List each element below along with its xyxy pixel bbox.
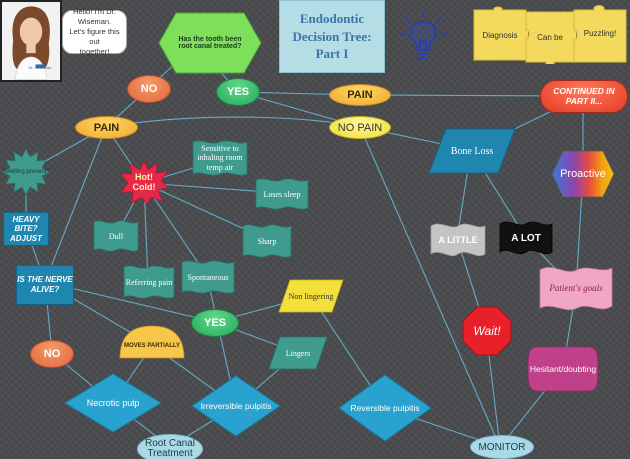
sharp-node[interactable]: Sharp	[242, 222, 292, 260]
no-pain-node[interactable]: NO PAIN	[329, 116, 391, 139]
referring-pain-node[interactable]: Referring pain	[123, 263, 175, 301]
monitor-node[interactable]: MONITOR	[470, 435, 534, 459]
speech-bubble: Hello! I'm Dr. Wiseman. Let's figure thi…	[62, 10, 127, 54]
title-line-2: Decision Tree:	[292, 28, 371, 46]
wait-node[interactable]: Wait!	[462, 306, 512, 356]
speech-line-1: Hello! I'm Dr. Wiseman.	[67, 7, 122, 27]
lightbulb-icon	[398, 10, 448, 64]
nerve-alive-node[interactable]: IS THE NERVE ALIVE?	[16, 265, 74, 305]
patient-goals-node[interactable]: Patient's goals	[539, 262, 613, 314]
puzzle-piece-diagnosis: Diagnosis	[472, 6, 528, 64]
answer-yes-top[interactable]: YES	[216, 78, 260, 106]
doctor-nameplate: Dr. Wiseman	[29, 65, 52, 70]
spontaneous-node[interactable]: Spontaneous	[181, 258, 235, 296]
diagram-title: Endodontic Decision Tree: Part I	[279, 0, 385, 73]
pain-node-right[interactable]: PAIN	[329, 84, 391, 106]
puzzle-piece-can-be: Can be	[524, 10, 576, 64]
moves-partially-node[interactable]: MOVES PARTIALLY	[119, 325, 185, 359]
reversible-pulpitis-node[interactable]: Reversible pulpitis	[338, 374, 432, 442]
puzzle-piece-puzzling: Puzzling!	[572, 2, 628, 64]
heavy-bite-node[interactable]: HEAVY BITE? ADJUST	[3, 212, 49, 246]
speech-line-2: Let's figure this out	[67, 27, 122, 47]
title-line-1: Endodontic	[300, 10, 364, 28]
a-lot-node[interactable]: A LOT	[499, 218, 553, 258]
connector	[45, 127, 106, 282]
non-lingering-node[interactable]: Non lingering	[278, 279, 344, 313]
irreversible-pulpitis-node[interactable]: Irreversible pulpitis	[191, 375, 281, 437]
continued-part-two[interactable]: CONTINUED IN PART II...	[540, 80, 628, 113]
lingers-node[interactable]: Lingers	[268, 336, 328, 370]
answer-no-top[interactable]: NO	[127, 75, 171, 103]
bone-loss-node[interactable]: Bone Loss	[428, 128, 516, 174]
loses-sleep-node[interactable]: Loses sleep	[255, 176, 309, 212]
pain-node-left[interactable]: PAIN	[75, 116, 138, 139]
root-canal-treatment-node[interactable]: Root Canal Treatment	[137, 434, 203, 459]
answer-yes-mid[interactable]: YES	[191, 309, 239, 337]
proactive-node[interactable]: Proactive	[551, 150, 615, 198]
dull-node[interactable]: Dull	[93, 218, 139, 254]
swelling-node[interactable]: Swelling present?	[1, 148, 51, 196]
connector	[106, 117, 360, 127]
sensitive-air-node[interactable]: Sensitive to inhaling room temp air	[192, 138, 248, 178]
necrotic-pulp-node[interactable]: Necrotic pulp	[64, 373, 162, 433]
a-little-node[interactable]: A LITTLE	[430, 220, 486, 260]
answer-no-bottom[interactable]: NO	[30, 340, 74, 368]
question-root-canal-treated[interactable]: Has the tooth been root canal treated?	[158, 12, 262, 74]
doctor-avatar: Dr. Wiseman	[0, 0, 62, 82]
title-line-3: Part I	[316, 45, 349, 63]
hot-cold-node[interactable]: Hot! Cold!	[119, 160, 169, 206]
speech-line-3: together!	[80, 47, 110, 57]
hesitant-doubting-node[interactable]: Hesitant/doubting	[527, 346, 599, 392]
